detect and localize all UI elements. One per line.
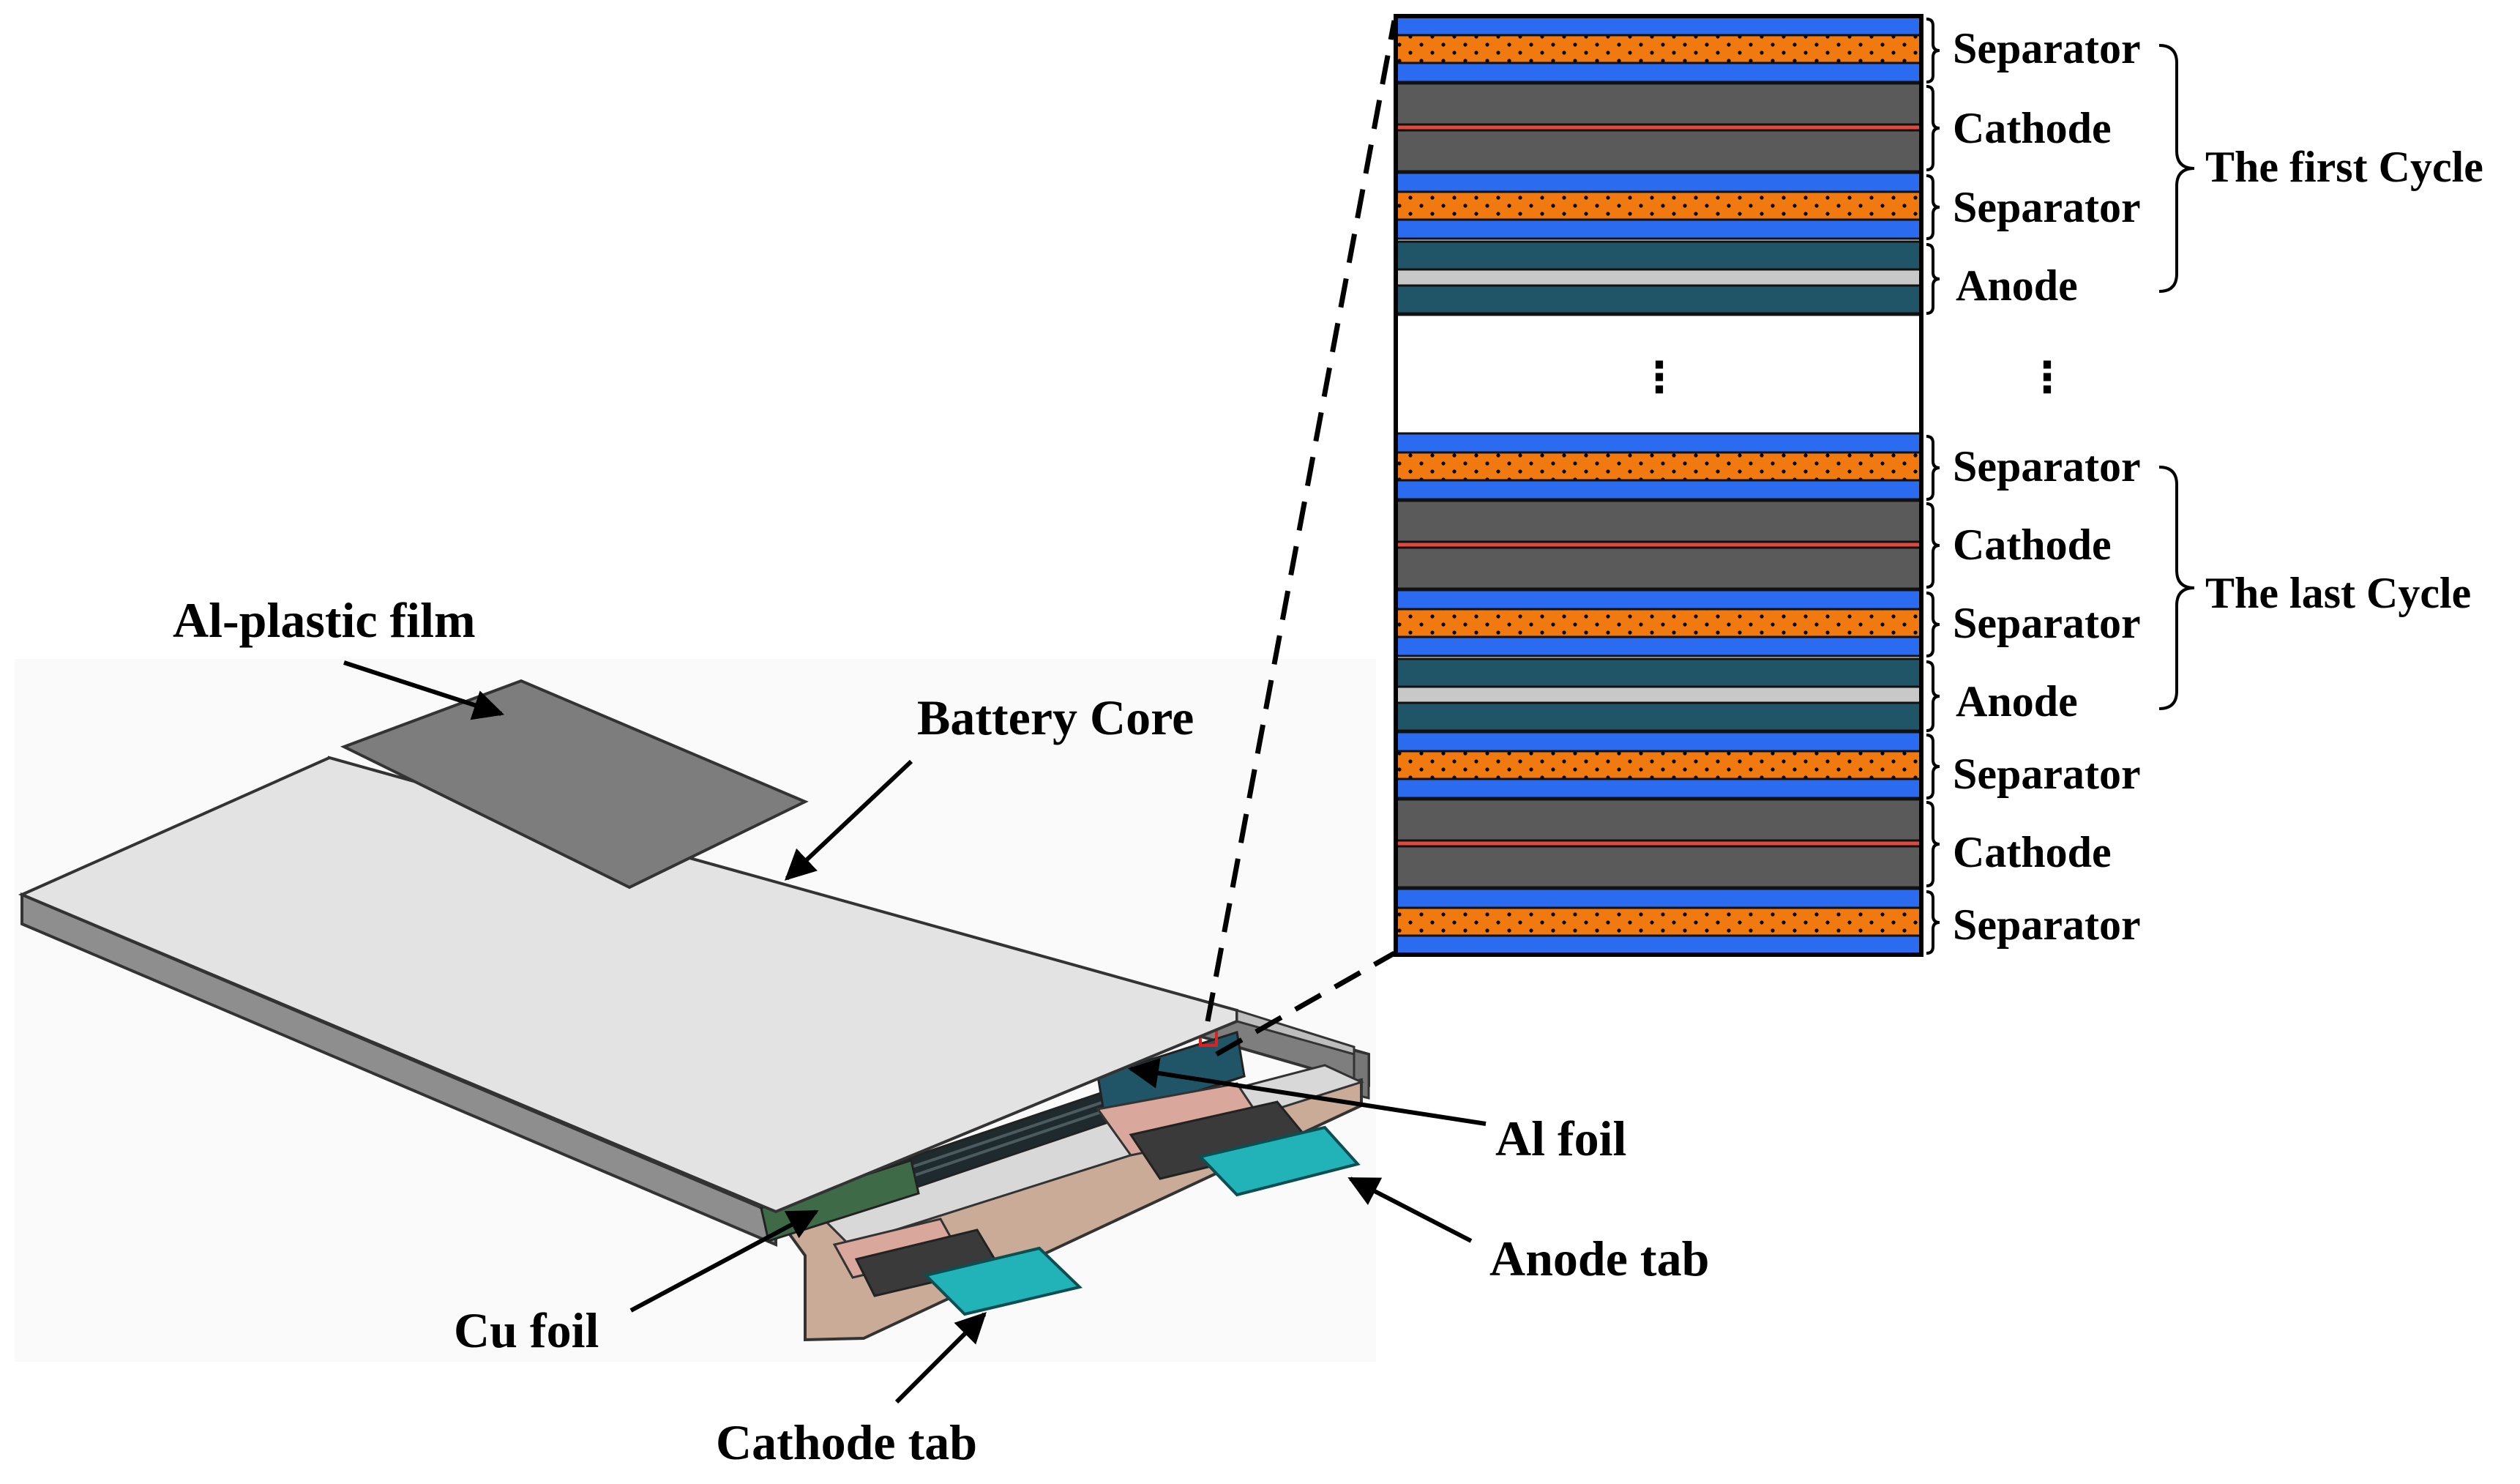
separator-dots	[1394, 750, 1923, 780]
layer-brace	[1926, 174, 1940, 240]
layer-label: Anode	[1956, 677, 2078, 726]
label-cathode-tab: Cathode tab	[716, 1414, 977, 1470]
layer-label: Anode	[1956, 261, 2078, 310]
anode-layer	[1394, 657, 1923, 688]
cathode-layer	[1394, 546, 1923, 590]
layer-label: Cathode	[1953, 828, 2112, 876]
ellipsis-labels: ⋮	[2026, 352, 2068, 402]
layer-label: Cathode	[1953, 521, 2112, 569]
group-label-first-cycle: The first Cycle	[2205, 143, 2483, 191]
separator-layer	[1394, 934, 1923, 956]
cathode-layer	[1394, 129, 1923, 173]
gap-region	[1394, 313, 1923, 435]
anode-layer	[1394, 240, 1923, 271]
separator-layer	[1394, 171, 1923, 193]
separator-dots	[1394, 906, 1923, 937]
stack-frame	[1394, 14, 1923, 957]
separator-dots	[1394, 190, 1923, 221]
layer-label: Separator	[1953, 183, 2141, 231]
separator-layer	[1394, 731, 1923, 753]
separator-layer	[1394, 432, 1923, 454]
layer-brace	[1926, 85, 1940, 171]
layer-brace	[1926, 502, 1940, 589]
layer-label: Separator	[1953, 750, 2141, 798]
separator-dots	[1394, 34, 1923, 64]
separator-dots	[1394, 451, 1923, 482]
separator-layer	[1394, 778, 1923, 799]
layer-label: Separator	[1953, 901, 2141, 949]
group-label-last-cycle: The last Cycle	[2205, 569, 2471, 617]
label-al-plastic-film: Al-plastic film	[173, 592, 476, 648]
zoom-lines	[1205, 20, 1397, 1057]
separator-layer	[1394, 218, 1923, 240]
anode-layer	[1394, 284, 1923, 315]
layer-brace	[1926, 18, 1940, 83]
separator-layer	[1394, 887, 1923, 909]
layer-brace	[1926, 592, 1940, 657]
label-battery-core: Battery Core	[917, 690, 1194, 745]
layer-brace	[1926, 890, 1940, 955]
callouts: Al-plastic film Battery Core Al foil Ano…	[173, 592, 1709, 1470]
layer-brace	[1926, 243, 1940, 315]
separator-layer	[1394, 15, 1923, 37]
pouch-cell-illustration	[15, 659, 1376, 1362]
anode-layer	[1394, 701, 1923, 732]
label-al-foil: Al foil	[1495, 1111, 1626, 1166]
ellipsis: ⋮ ⋮	[1638, 352, 2068, 402]
cathode-layer	[1394, 845, 1923, 889]
layer-brace	[1926, 801, 1940, 887]
anode-foil	[1394, 685, 1923, 704]
anode-foil	[1394, 268, 1923, 287]
separator-layer	[1394, 479, 1923, 501]
stack-labels: Separator Cathode Separator Anode Separa…	[1953, 24, 2483, 949]
separator-dots	[1394, 608, 1923, 638]
cycle-brace-last	[2158, 466, 2195, 710]
label-cu-foil: Cu foil	[454, 1302, 599, 1358]
braces	[1926, 18, 2195, 955]
ellipsis-stack: ⋮	[1638, 352, 1680, 402]
layer-stack	[1394, 14, 1923, 957]
separator-layer	[1394, 61, 1923, 83]
cathode-layer	[1394, 82, 1923, 126]
cathode-layer	[1394, 798, 1923, 842]
cathode-layer	[1394, 499, 1923, 543]
separator-layer	[1394, 635, 1923, 657]
layer-label: Cathode	[1953, 104, 2112, 152]
layer-label: Separator	[1953, 599, 2141, 647]
layer-brace	[1926, 660, 1940, 732]
layer-brace	[1926, 734, 1940, 799]
layer-brace	[1926, 435, 1940, 501]
cycle-brace-first	[2158, 44, 2195, 293]
separator-layer	[1394, 589, 1923, 611]
label-anode-tab: Anode tab	[1489, 1231, 1709, 1286]
layer-label: Separator	[1953, 442, 2141, 491]
layer-label: Separator	[1953, 24, 2141, 72]
